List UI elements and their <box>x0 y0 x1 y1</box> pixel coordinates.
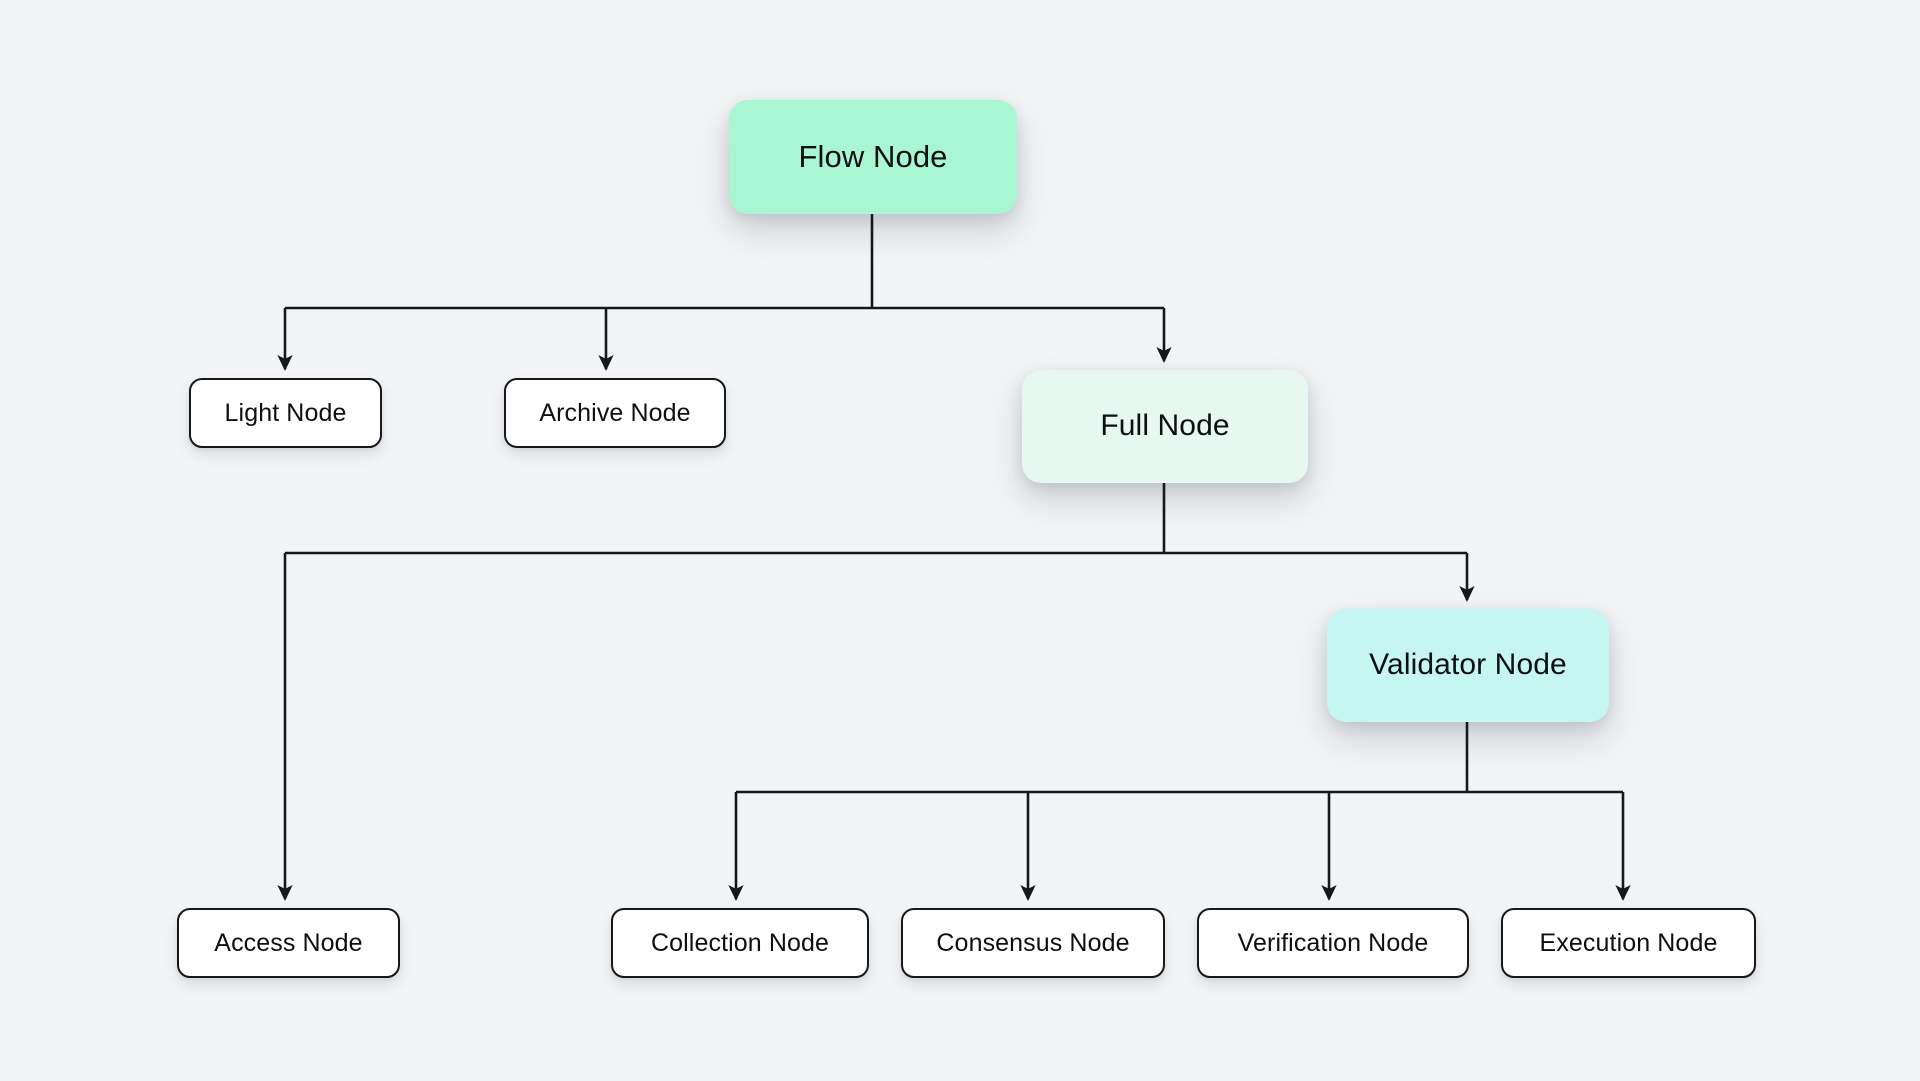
node-light-label: Light Node <box>224 398 347 427</box>
node-consensus-label: Consensus Node <box>936 928 1130 957</box>
node-validator-label: Validator Node <box>1369 648 1567 682</box>
node-light[interactable]: Light Node <box>189 378 382 448</box>
node-validator[interactable]: Validator Node <box>1327 609 1609 722</box>
node-access-label: Access Node <box>214 928 363 957</box>
node-access[interactable]: Access Node <box>177 908 400 978</box>
node-collection-label: Collection Node <box>651 928 829 957</box>
node-full[interactable]: Full Node <box>1022 370 1308 483</box>
node-execution-label: Execution Node <box>1539 928 1718 957</box>
node-consensus[interactable]: Consensus Node <box>901 908 1165 978</box>
node-verification[interactable]: Verification Node <box>1197 908 1469 978</box>
node-verification-label: Verification Node <box>1237 928 1429 957</box>
node-execution[interactable]: Execution Node <box>1501 908 1756 978</box>
node-archive-label: Archive Node <box>539 398 691 427</box>
node-collection[interactable]: Collection Node <box>611 908 869 978</box>
node-archive[interactable]: Archive Node <box>504 378 726 448</box>
node-flow[interactable]: Flow Node <box>729 100 1017 214</box>
node-full-label: Full Node <box>1100 409 1230 443</box>
node-flow-label: Flow Node <box>798 139 948 175</box>
